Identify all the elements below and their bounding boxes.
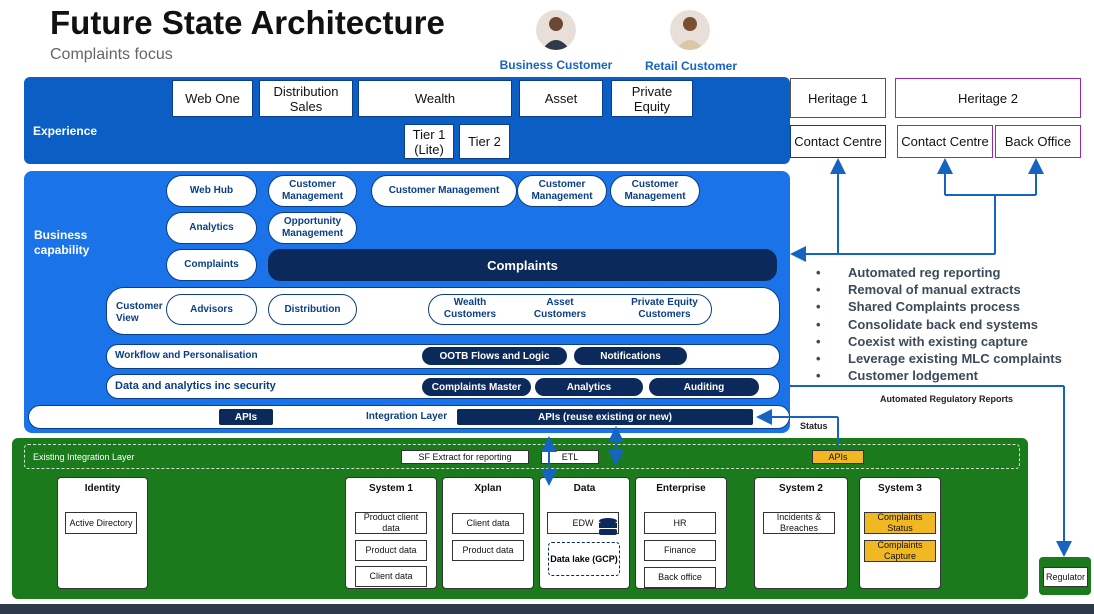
advisors: Advisors (166, 294, 257, 325)
data-lake: Data lake (GCP) (548, 542, 620, 576)
benefit-item: Leverage existing MLC complaints (812, 350, 1092, 367)
integration-layer-label: Integration Layer (366, 411, 448, 422)
complaints-main: Complaints (268, 249, 777, 281)
benefit-item: Coexist with existing capture (812, 333, 1092, 350)
identity-title: Identity (84, 483, 121, 494)
auditing: Auditing (649, 378, 759, 396)
business-customer-avatar (536, 10, 576, 50)
tier-1-lite: Tier 1 (Lite) (404, 124, 454, 159)
data-analytics: Analytics (535, 378, 643, 396)
data-title: Data (573, 483, 596, 494)
sf-extract: SF Extract for reporting (401, 450, 529, 464)
business-capability-label: Business capability (34, 228, 90, 257)
channel-private-equity: Private Equity (611, 80, 693, 117)
client-data: Client data (355, 566, 427, 587)
finance: Finance (644, 540, 716, 561)
retail-customer-avatar (670, 10, 710, 50)
benefit-item: Removal of manual extracts (812, 281, 1092, 298)
complaints-capture: Complaints Capture (864, 540, 936, 562)
apis-box: APIs (219, 409, 273, 425)
channel-distribution-sales: Distribution Sales (259, 80, 353, 117)
database-icon (597, 517, 619, 542)
active-directory: Active Directory (65, 512, 137, 534)
xplan-title: Xplan (474, 483, 502, 494)
xplan-product-data: Product data (452, 540, 524, 561)
tier-2: Tier 2 (459, 124, 510, 159)
footer-strip (0, 604, 1094, 614)
existing-integration-layer (24, 444, 1020, 469)
business-customer-label: Business Customer (499, 58, 613, 72)
page-subtitle: Complaints focus (50, 46, 173, 63)
product-data: Product data (355, 540, 427, 561)
system-2-title: System 2 (779, 483, 823, 494)
channel-asset: Asset (519, 80, 603, 117)
etl: ETL (541, 450, 599, 464)
existing-apis: APIs (812, 450, 864, 464)
complaints-status: Complaints Status (864, 512, 936, 534)
benefit-item: Shared Complaints process (812, 298, 1092, 315)
channel-web-one: Web One (172, 80, 253, 117)
benefit-item: Customer lodgement (812, 367, 1092, 384)
workflow-label: Workflow and Personalisation (115, 350, 258, 361)
customer-view-label: Customer View (116, 301, 163, 324)
customer-management-2: Customer Management (517, 175, 607, 207)
heritage-1-contact-centre: Contact Centre (790, 125, 886, 158)
page-title: Future State Architecture (50, 4, 445, 41)
regulator: Regulator (1043, 567, 1088, 587)
xplan-client-data: Client data (452, 513, 524, 534)
heritage-2: Heritage 2 (895, 78, 1081, 118)
customer-management-1: Customer Management (268, 175, 357, 207)
customer-management-wide: Customer Management (371, 175, 517, 207)
analytics-capability: Analytics (166, 212, 257, 244)
apis-reuse-box: APIs (reuse existing or new) (457, 409, 753, 425)
complaints-small: Complaints (166, 249, 257, 281)
asset-customers: Asset Customers (533, 297, 587, 320)
automated-reg-reports-label: Automated Regulatory Reports (880, 394, 1014, 404)
ootb-flows: OOTB Flows and Logic (422, 347, 567, 365)
back-office: Back office (644, 567, 716, 588)
heritage-2-contact-centre: Contact Centre (897, 125, 993, 158)
heritage-1: Heritage 1 (790, 78, 886, 118)
hr: HR (644, 512, 716, 534)
segment-customers-group (428, 294, 712, 325)
status-label: Status (800, 421, 828, 431)
enterprise-title: Enterprise (656, 483, 706, 494)
channel-wealth: Wealth (358, 80, 512, 117)
heritage-2-back-office: Back Office (995, 125, 1081, 158)
notifications: Notifications (574, 347, 687, 365)
data-analytics-label: Data and analytics inc security (115, 380, 276, 392)
incidents-breaches: Incidents & Breaches (763, 512, 835, 534)
benefit-item: Consolidate back end systems (812, 316, 1092, 333)
existing-integration-label: Existing Integration Layer (33, 452, 135, 462)
distribution: Distribution (268, 294, 357, 325)
benefit-item: Automated reg reporting (812, 264, 1092, 281)
edw: EDW (547, 512, 619, 534)
system-1-title: System 1 (369, 483, 413, 494)
web-hub: Web Hub (166, 175, 257, 207)
private-equity-customers: Private Equity Customers (631, 297, 698, 320)
customer-management-3: Customer Management (610, 175, 700, 207)
experience-label: Experience (33, 124, 98, 138)
wealth-customers: Wealth Customers (443, 297, 497, 320)
benefits-list: Automated reg reporting Removal of manua… (812, 264, 1092, 385)
complaints-master: Complaints Master (422, 378, 531, 396)
system-3-title: System 3 (878, 483, 922, 494)
retail-customer-label: Retail Customer (644, 59, 738, 73)
opportunity-management: Opportunity Management (268, 212, 357, 244)
product-client-data: Product client data (355, 512, 427, 534)
